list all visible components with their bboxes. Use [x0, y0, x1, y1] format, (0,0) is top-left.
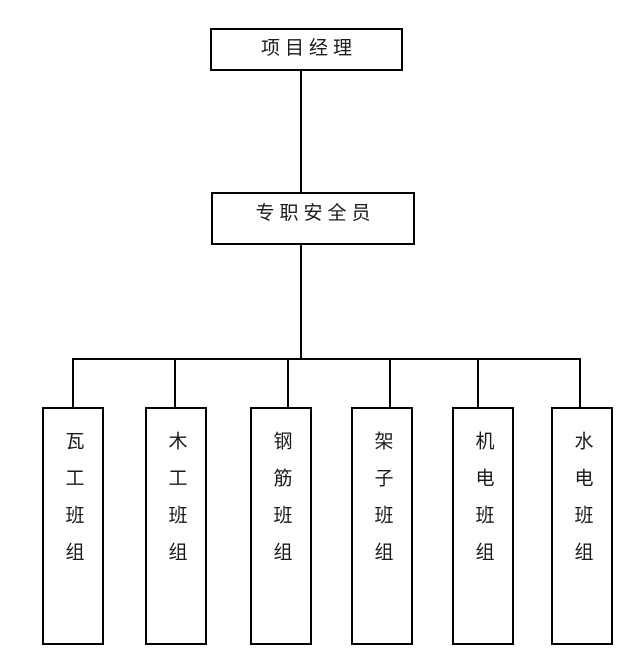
connector-project-manager-to-safety-officer — [300, 71, 302, 192]
node-team-plumb-elec-label: 水电班组 — [571, 431, 593, 579]
node-team-mech-elec[interactable]: 机电班组 — [452, 407, 514, 645]
node-team-mason-label: 瓦工班组 — [62, 431, 84, 579]
node-team-mason[interactable]: 瓦工班组 — [42, 407, 104, 645]
node-project-manager[interactable]: 项目经理 — [210, 28, 403, 71]
node-team-mech-elec-label: 机电班组 — [472, 431, 494, 579]
node-safety-officer[interactable]: 专职安全员 — [211, 192, 415, 245]
connector-drop-team-mech-elec — [477, 358, 479, 407]
node-team-scaffold[interactable]: 架子班组 — [351, 407, 413, 645]
connector-drop-team-mason — [72, 358, 74, 407]
node-project-manager-label: 项目经理 — [260, 38, 357, 59]
node-team-plumb-elec[interactable]: 水电班组 — [551, 407, 613, 645]
node-team-rebar[interactable]: 钢筋班组 — [250, 407, 312, 645]
node-team-carpenter-label: 木工班组 — [165, 431, 187, 579]
connector-safety-officer-to-bus — [300, 245, 302, 359]
connector-drop-team-plumb-elec — [579, 358, 581, 407]
connector-drop-team-rebar — [287, 358, 289, 407]
node-team-rebar-label: 钢筋班组 — [270, 431, 292, 579]
connector-drop-team-carpenter — [174, 358, 176, 407]
node-safety-officer-label: 专职安全员 — [255, 203, 376, 224]
connector-drop-team-scaffold — [389, 358, 391, 407]
connector-horizontal-bus — [72, 358, 581, 360]
node-team-scaffold-label: 架子班组 — [371, 431, 393, 579]
node-team-carpenter[interactable]: 木工班组 — [145, 407, 207, 645]
